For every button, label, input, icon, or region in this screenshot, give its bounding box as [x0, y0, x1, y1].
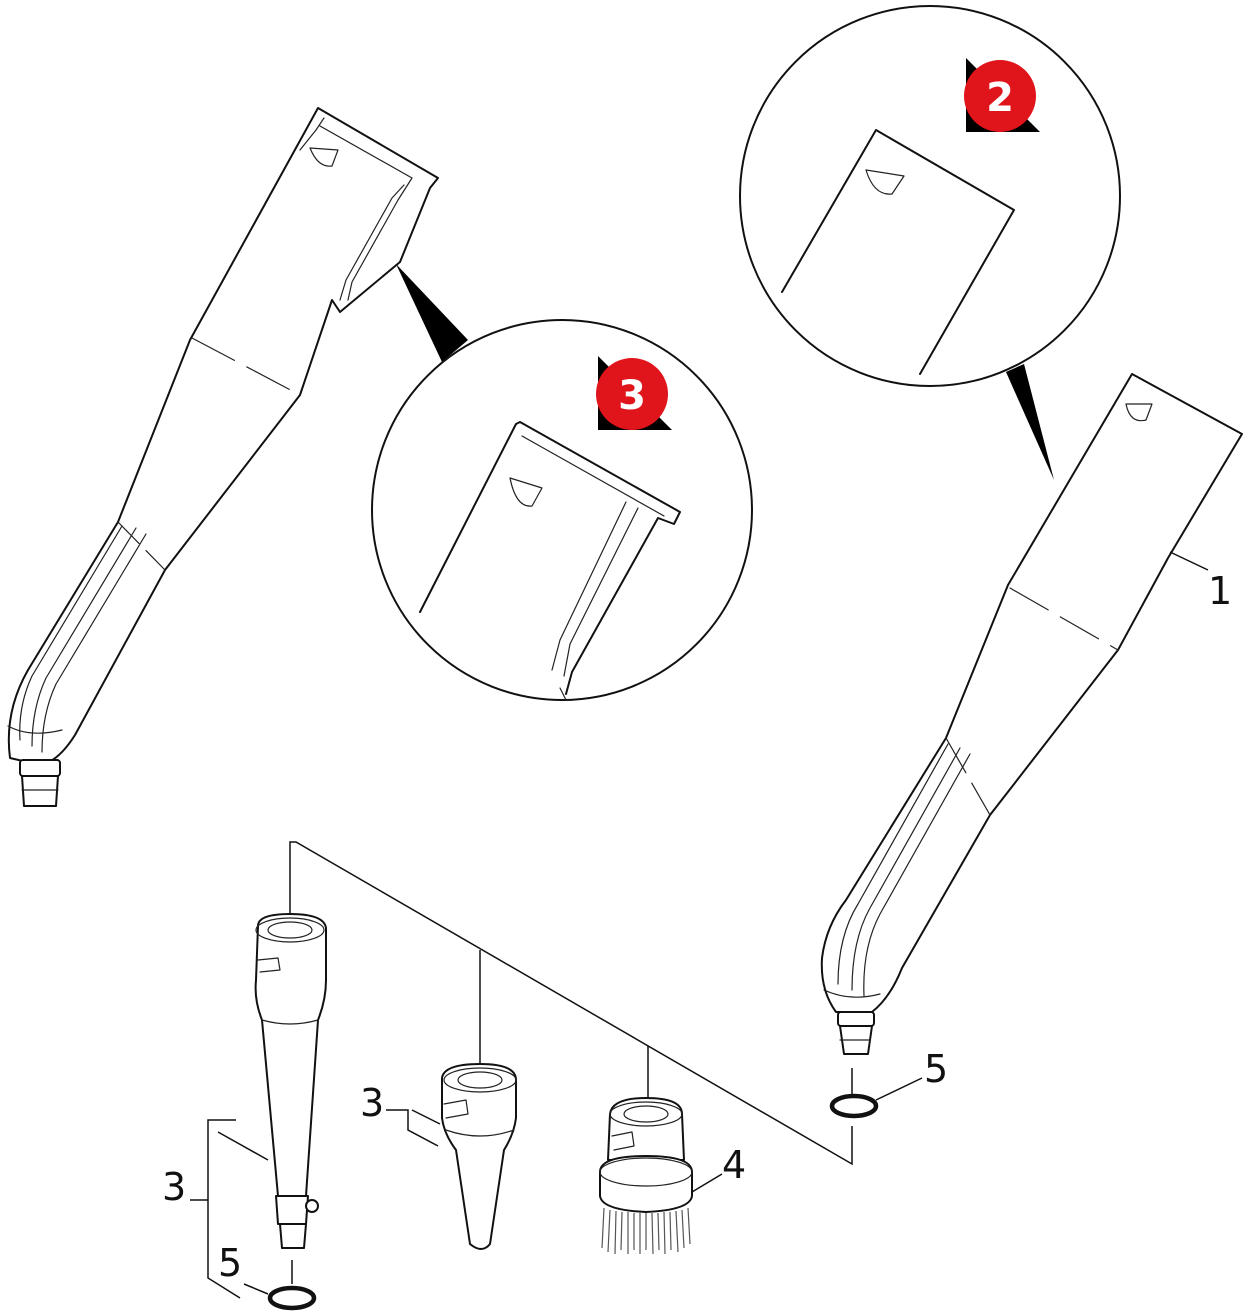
o-rings [267, 1093, 879, 1311]
round-brush [599, 1097, 693, 1255]
leader-lines [190, 551, 1209, 1299]
badge-2: 2 [964, 58, 1040, 132]
right-nozzle [820, 373, 1243, 1055]
callout-1: 1 [1208, 569, 1232, 613]
callout-3-left: 3 [162, 1165, 186, 1209]
callout-5-left: 5 [218, 1241, 242, 1285]
callout-4: 4 [722, 1143, 746, 1187]
short-adapter [441, 1063, 517, 1250]
badge-3-number: 3 [618, 373, 646, 419]
zoom-pointer-left [396, 264, 468, 362]
callout-5-right: 5 [924, 1047, 948, 1091]
zoom-circle-3 [371, 319, 753, 701]
o-ring-right [829, 1093, 879, 1119]
zoom-circle-2 [739, 5, 1121, 387]
o-ring-left [267, 1285, 317, 1311]
brush-bristles [601, 1207, 691, 1255]
connection-lines [289, 841, 853, 1166]
left-nozzle [7, 107, 439, 807]
badge-2-number: 2 [986, 75, 1014, 121]
badge-3: 3 [596, 356, 672, 430]
zoom-pointer-right [1006, 364, 1054, 480]
callout-3-middle: 3 [360, 1081, 384, 1125]
long-adapter [254, 913, 327, 1249]
